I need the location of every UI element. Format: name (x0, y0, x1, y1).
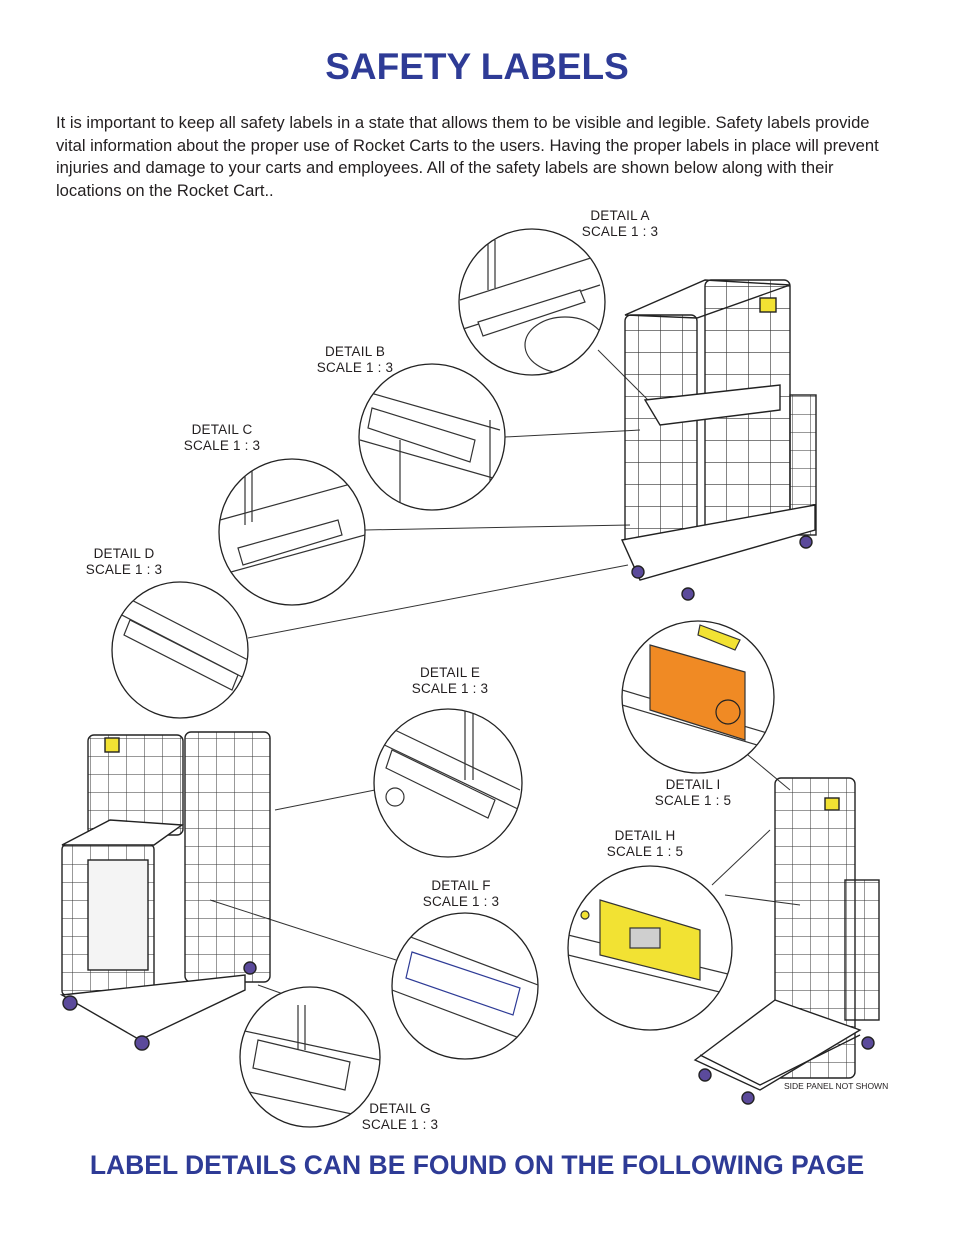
cart-left (59, 731, 271, 1051)
footer-heading: LABEL DETAILS CAN BE FOUND ON THE FOLLOW… (89, 1150, 865, 1180)
detail-circle-d (111, 581, 249, 719)
cart-bottom-right (693, 777, 880, 1105)
cart-top-right (620, 279, 817, 601)
detail-d-label: DETAIL D SCALE 1 : 3 (85, 546, 163, 577)
detail-circle-e (373, 708, 523, 858)
detail-g-label: DETAIL G SCALE 1 : 3 (361, 1101, 439, 1132)
detail-b-label: DETAIL B SCALE 1 : 3 (316, 344, 394, 375)
detail-e-label: DETAIL E SCALE 1 : 3 (411, 665, 489, 696)
detail-circle-b (358, 363, 506, 511)
detail-f-label: DETAIL F SCALE 1 : 3 (422, 878, 500, 909)
detail-a-label: DETAIL A SCALE 1 : 3 (581, 208, 659, 239)
side-panel-note: SIDE PANEL NOT SHOWN (784, 1081, 889, 1091)
detail-circle-h (567, 865, 733, 1031)
detail-c-label: DETAIL C SCALE 1 : 3 (183, 422, 261, 453)
detail-circle-a (458, 228, 606, 376)
page-title: SAFETY LABELS (325, 46, 629, 87)
detail-circle-f (391, 912, 539, 1060)
detail-h-label: DETAIL H SCALE 1 : 5 (606, 828, 684, 859)
detail-circle-g (239, 986, 381, 1128)
detail-circle-c (218, 458, 366, 606)
detail-circle-i (621, 620, 775, 774)
detail-i-label: DETAIL I SCALE 1 : 5 (654, 777, 732, 808)
intro-paragraph: It is important to keep all safety label… (56, 113, 879, 200)
